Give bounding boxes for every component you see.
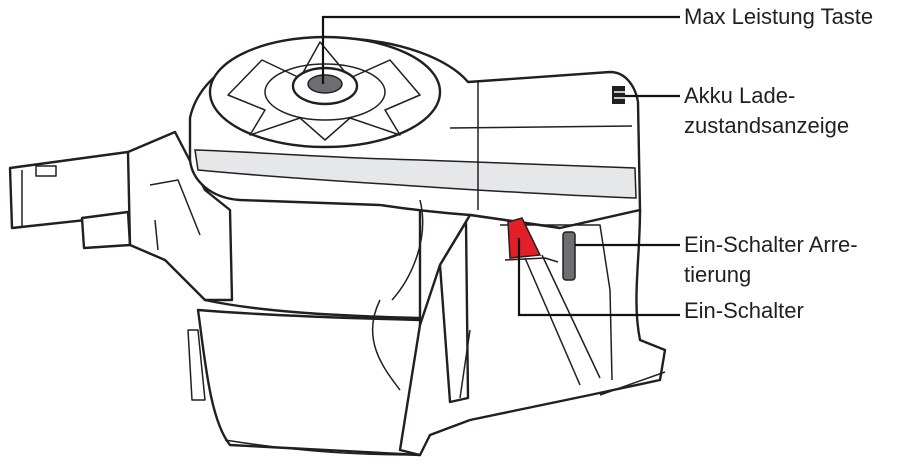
- nozzle-connector: [8, 150, 134, 250]
- label-switch-lock-line1: Ein-Schalter Arre-: [684, 232, 858, 257]
- leader-lines: [321, 15, 680, 317]
- cyclone-cap: [208, 35, 442, 149]
- label-power-switch: Ein-Schalter: [684, 298, 804, 323]
- dust-bin: [187, 188, 422, 457]
- motor-housing: [126, 130, 234, 302]
- label-battery-indicator-line2: zustandsanzeige: [684, 113, 850, 138]
- handle: [371, 199, 667, 457]
- label-battery-indicator-line1: Akku Lade-: [684, 83, 796, 108]
- trigger-lock-icon: [562, 231, 576, 281]
- battery-led-icon: [612, 86, 625, 104]
- label-switch-lock-line2: tierung: [684, 262, 752, 287]
- power-trigger-icon: [507, 217, 542, 259]
- label-max-power-button: Max Leistung Taste: [684, 4, 874, 29]
- max-power-button-icon: [307, 74, 343, 94]
